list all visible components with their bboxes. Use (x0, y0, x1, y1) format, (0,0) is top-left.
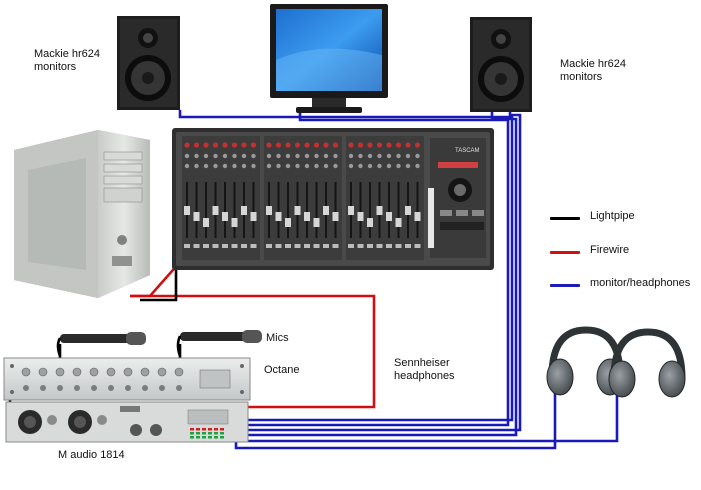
channel-strips (182, 136, 424, 260)
label-monitors-right: Mackie hr624 monitors (560, 58, 627, 83)
mixer-console: TASCAM (172, 128, 494, 270)
legend: Lightpipe Firewire monitor/headphones (550, 210, 700, 290)
pc-tower (14, 130, 150, 298)
legend-swatch-lightpipe (550, 217, 580, 220)
octane-preamp (3, 357, 251, 401)
firewire-cable (130, 261, 376, 409)
label-monitors-left: Mackie hr624 monitors (34, 48, 101, 73)
meter-leds (190, 428, 224, 439)
console-brand: TASCAM (455, 148, 480, 154)
computer-display (270, 4, 388, 113)
right-monitor-speaker (470, 17, 532, 112)
legend-swatch-firewire (550, 251, 580, 254)
microphone-left (56, 332, 146, 357)
label-mics: Mics (266, 332, 289, 344)
left-monitor-speaker (117, 16, 180, 110)
label-octane: Octane (264, 364, 300, 376)
label-headphones: Sennheiser headphones (394, 357, 455, 382)
legend-swatch-monitor (550, 284, 580, 287)
microphone-right (176, 330, 262, 357)
preamp-knobs (21, 367, 184, 391)
headphones-right (608, 328, 686, 398)
maudio-interface (5, 401, 249, 443)
label-maudio: M audio 1814 (58, 449, 125, 461)
